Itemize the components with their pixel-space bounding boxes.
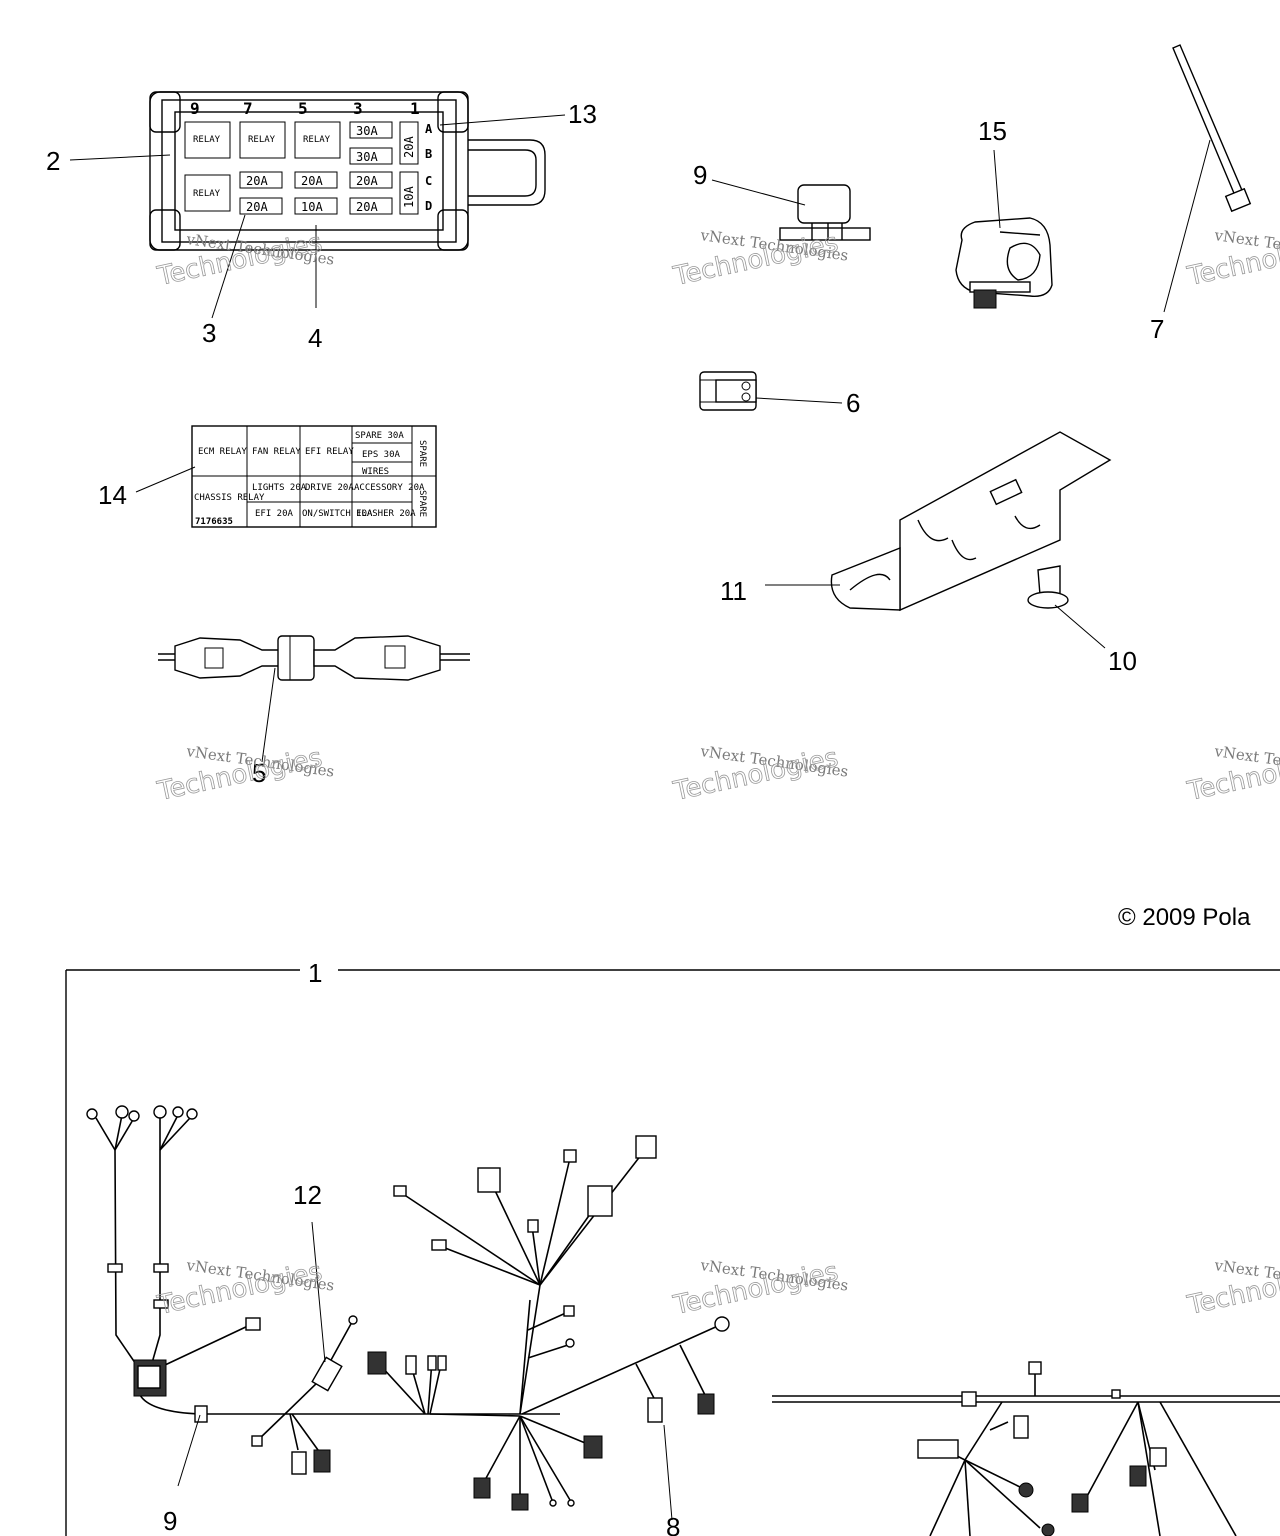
decal-text: SPARE 30A — [355, 431, 404, 441]
row-letter: A — [425, 122, 433, 136]
terminal-number: 7 — [243, 99, 253, 118]
decal-text: WIRES — [362, 467, 389, 477]
relay-label: RELAY — [303, 135, 331, 145]
terminal-number: 9 — [190, 99, 200, 118]
fuse-label: 20A — [356, 200, 378, 214]
callout-6: 6 — [846, 388, 860, 418]
callout-10: 10 — [1108, 646, 1137, 676]
harness-frame — [65, 969, 1280, 1536]
fuse-label: 20A — [402, 136, 416, 158]
row-letter: C — [425, 174, 432, 188]
sensor-connector — [955, 217, 1053, 309]
callout-13: 13 — [568, 99, 597, 129]
callout-2: 2 — [46, 146, 60, 176]
fuse-label: 20A — [246, 174, 268, 188]
relay-label: RELAY — [193, 189, 221, 199]
callout-14: 14 — [98, 480, 127, 510]
inline-fuse-holder — [158, 635, 470, 681]
decal-text: EFI 20A — [255, 509, 294, 519]
decal-text: ACCESSORY 20A — [354, 483, 425, 493]
callout-4: 4 — [308, 323, 322, 353]
decal-text: FLASHER 20A — [356, 509, 416, 519]
wire-harness-main — [86, 1105, 730, 1511]
cable-tie — [1172, 44, 1252, 213]
decal-text: ECM RELAY — [198, 447, 247, 457]
decal-text: DRIVE 20A — [305, 483, 354, 493]
decal-side-text: SPARE — [417, 440, 427, 467]
terminal-number: 3 — [353, 99, 363, 118]
row-letter: D — [425, 199, 432, 213]
callout-15: 15 — [978, 116, 1007, 146]
push-rivet — [1027, 565, 1069, 609]
decal-text: CHASSIS RELAY — [194, 493, 265, 503]
fuse-label: 30A — [356, 124, 378, 138]
decal-text: ON/SWITCH 10A — [302, 509, 373, 519]
fuse-label: 10A — [301, 200, 323, 214]
decal-part-number: 7176635 — [195, 517, 233, 527]
decal-text: EPS 30A — [362, 450, 401, 460]
decal-side-text: SPARE — [417, 490, 427, 517]
fuse-label: 20A — [301, 174, 323, 188]
relay-part — [779, 184, 871, 241]
callout-12: 12 — [293, 1180, 322, 1210]
decal-text: FAN RELAY — [252, 447, 301, 457]
callout-8: 8 — [666, 1512, 680, 1536]
callout-11: 11 — [720, 576, 747, 606]
row-letter: B — [425, 147, 432, 161]
decal-text: LIGHTS 20A — [252, 483, 307, 493]
fuse-label: 30A — [356, 150, 378, 164]
small-connector — [699, 371, 757, 411]
callout-3: 3 — [202, 318, 216, 348]
relay-label: RELAY — [193, 135, 221, 145]
fuse-label: 20A — [246, 200, 268, 214]
terminal-number: 1 — [410, 99, 420, 118]
fuse-label: 10A — [402, 186, 416, 208]
fuse-decal: ECM RELAY FAN RELAY EFI RELAY SPARE 30A … — [191, 425, 437, 528]
wire-harness-right — [772, 1361, 1280, 1536]
terminal-number: 5 — [298, 99, 308, 118]
fuse-box: 9 7 5 3 1 RELAY RELAY RELAY RELAY 30A 30… — [149, 91, 546, 251]
callout-7: 7 — [1150, 314, 1164, 344]
mounting-bracket — [830, 431, 1112, 612]
callout-9-bottom: 9 — [163, 1506, 177, 1536]
copyright-text: © 2009 Pola — [1118, 904, 1251, 931]
callout-9-top: 9 — [693, 160, 707, 190]
relay-label: RELAY — [248, 135, 276, 145]
callout-1: 1 — [308, 958, 322, 988]
decal-text: EFI RELAY — [305, 447, 354, 457]
callout-5: 5 — [252, 758, 266, 788]
fuse-label: 20A — [356, 174, 378, 188]
